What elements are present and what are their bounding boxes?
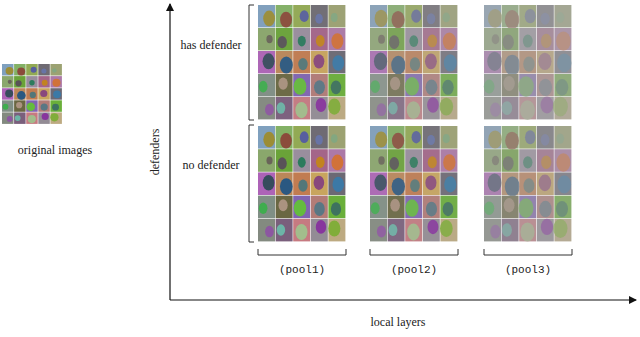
column-label: (pool1) <box>279 263 325 277</box>
column-label: (pool3) <box>505 263 551 277</box>
y-axis <box>169 4 170 300</box>
x-axis <box>170 299 636 300</box>
bracket <box>484 249 572 255</box>
column-label: (pool2) <box>391 263 437 277</box>
bracket <box>249 5 254 120</box>
caption-label: original images <box>18 143 92 157</box>
image-grids <box>2 5 571 241</box>
bracket <box>370 249 458 255</box>
bracket <box>258 249 346 255</box>
row-label: no defender <box>183 158 240 172</box>
row-label: has defender <box>181 38 242 52</box>
axis-label: defenders <box>148 129 162 176</box>
bracket <box>249 125 254 242</box>
axis-label: local layers <box>371 315 426 329</box>
